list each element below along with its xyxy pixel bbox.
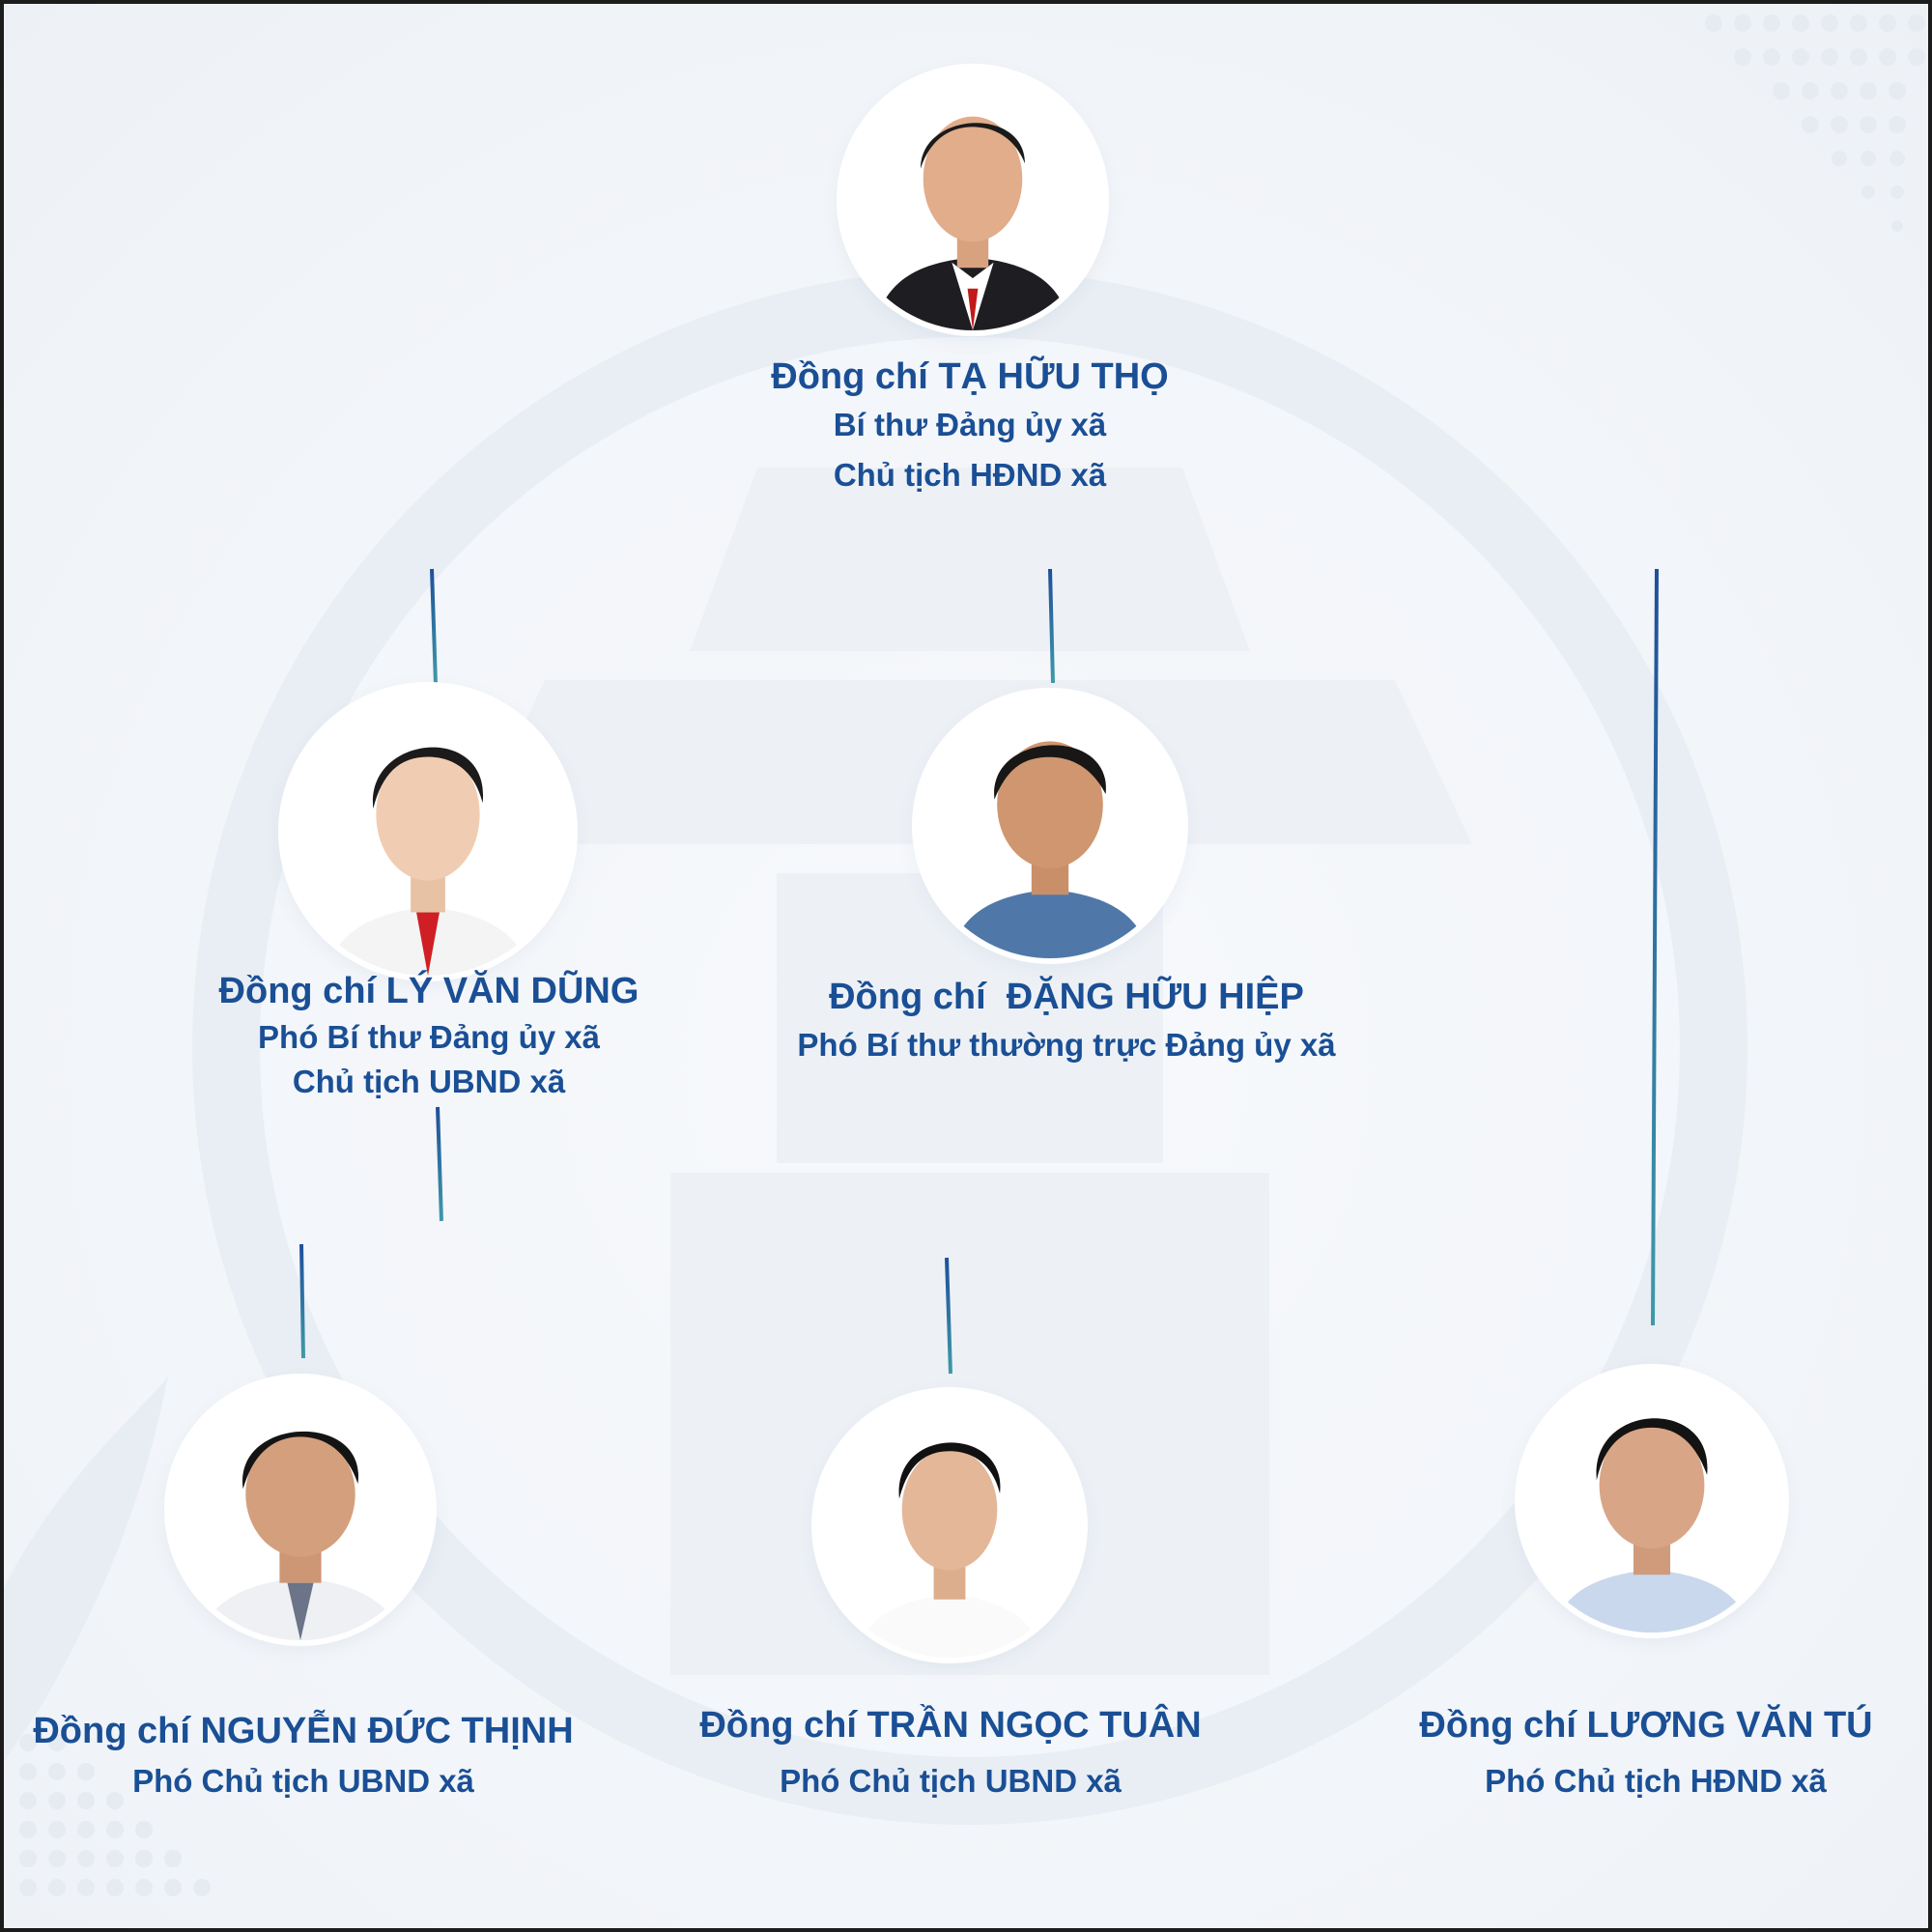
person-role: Chủ tịch HĐND xã: [833, 457, 1107, 493]
person-role: Phó Chủ tịch UBND xã: [780, 1763, 1122, 1799]
person-name: Đồng chí ĐẶNG HỮU HIỆP: [829, 977, 1304, 1017]
connector-lines: [299, 567, 1659, 1375]
portrait-photo-bottom-center: [817, 1393, 1082, 1658]
connector-to-bottom-left: [299, 1243, 305, 1359]
connector-to-mid-center: [1048, 568, 1055, 684]
connector-mid-left-down: [436, 1106, 443, 1222]
portrait-photo-mid-center: [918, 694, 1182, 958]
person-name: Đồng chí TRẦN NGỌC TUÂN: [699, 1705, 1202, 1746]
connector-to-mid-left: [430, 568, 438, 686]
portrait-photo-bottom-right: [1520, 1370, 1783, 1633]
person-name: Đồng chí LƯƠNG VĂN TÚ: [1419, 1705, 1873, 1746]
person-role: Chủ tịch UBND xã: [292, 1064, 566, 1099]
person-name: Đồng chí NGUYỄN ĐỨC THỊNH: [33, 1711, 574, 1751]
person-role: Phó Chủ tịch HĐND xã: [1485, 1763, 1827, 1799]
person-name: Đồng chí LÝ VĂN DŨNG: [218, 971, 639, 1011]
portrait-photo-bottom-left: [170, 1379, 431, 1640]
person-name: Đồng chí TẠ HỮU THỌ: [771, 356, 1169, 397]
portrait-photo-top: [842, 70, 1103, 330]
connector-to-bottom-right: [1651, 568, 1659, 1326]
person-role: Phó Bí thư thường trực Đảng ủy xã: [797, 1027, 1336, 1063]
person-role: Bí thư Đảng ủy xã: [833, 407, 1107, 442]
portrait-photo-mid-left: [284, 688, 572, 976]
person-role: Phó Bí thư Đảng ủy xã: [258, 1019, 600, 1055]
connector-to-bottom-center: [945, 1257, 952, 1375]
person-role: Phó Chủ tịch UBND xã: [132, 1763, 474, 1799]
